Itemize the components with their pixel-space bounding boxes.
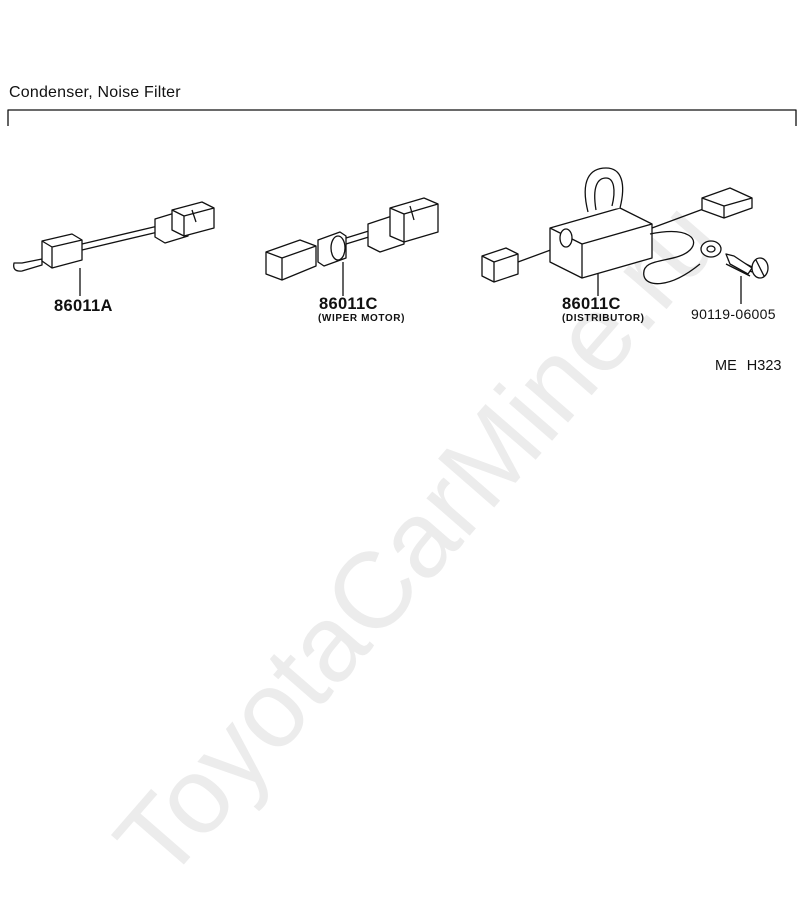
parts-diagram	[7, 109, 797, 304]
part-number-86011c-distributor: 86011C	[562, 295, 621, 313]
condenser-86011c-distributor-drawing	[481, 167, 753, 285]
frame-line	[7, 109, 797, 126]
diagram-title: Condenser, Noise Filter	[9, 84, 181, 101]
part-note-distributor: (DISTRIBUTOR)	[562, 313, 645, 324]
condenser-86011c-wiper-drawing	[265, 197, 439, 281]
condenser-86011a-drawing	[13, 201, 215, 272]
figure-code: ME H323	[715, 358, 782, 374]
screw-90119-06005-drawing	[725, 253, 769, 279]
part-number-86011a: 86011A	[54, 297, 113, 315]
part-number-86011c-wiper: 86011C	[319, 295, 378, 313]
part-number-90119-06005: 90119-06005	[691, 306, 776, 322]
part-note-wiper-motor: (WIPER MOTOR)	[318, 313, 406, 324]
